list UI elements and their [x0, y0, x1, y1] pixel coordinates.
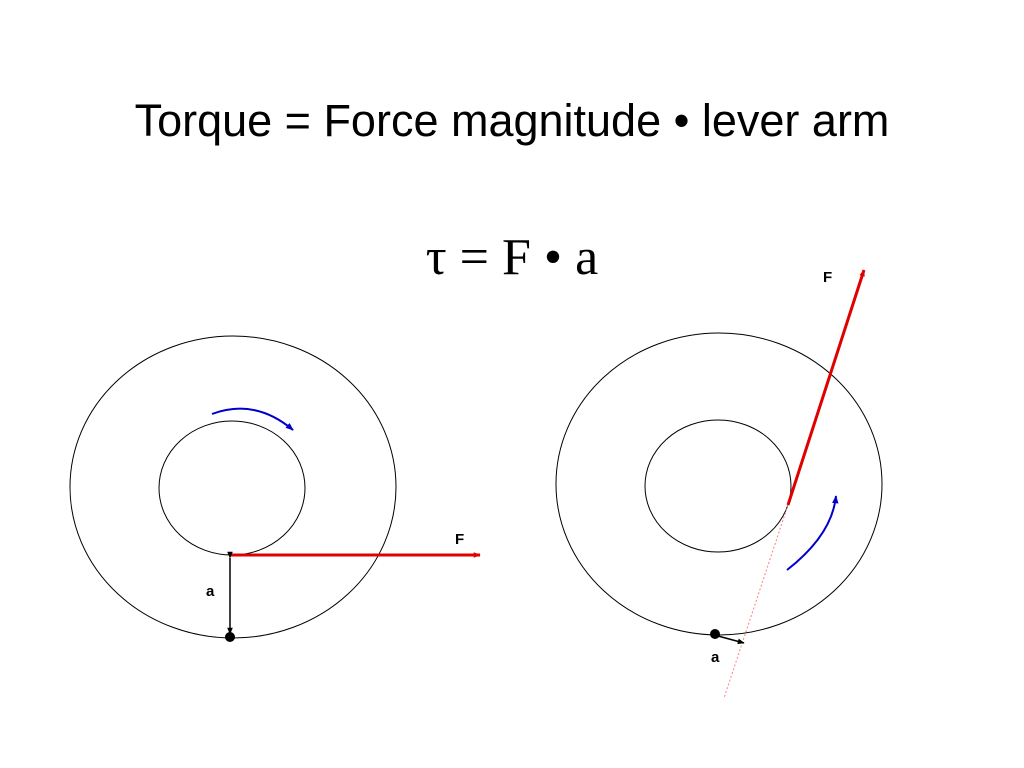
right-pivot-point	[710, 629, 720, 639]
right-inner-ring	[644, 419, 792, 553]
right-force-label: F	[823, 269, 832, 286]
right-force-arrow	[786, 269, 866, 506]
left-inner-ring	[158, 420, 306, 556]
right-line-of-action	[723, 504, 789, 699]
right-lever-arm-label: a	[711, 649, 720, 666]
left-outer-ring	[69, 335, 397, 639]
left-rotation-arrow	[211, 407, 294, 431]
left-diagram: F a	[69, 335, 481, 642]
left-force-label: F	[455, 531, 464, 548]
right-diagram: F a	[555, 269, 883, 699]
left-lever-arm-label: a	[206, 583, 215, 600]
slide-title: Torque = Force magnitude • lever arm	[134, 95, 890, 146]
left-pivot-point	[225, 632, 235, 642]
right-lever-arm	[717, 635, 745, 645]
right-outer-ring	[555, 332, 883, 636]
right-rotation-arrow	[786, 495, 839, 571]
torque-formula: τ = F • a	[425, 229, 599, 286]
